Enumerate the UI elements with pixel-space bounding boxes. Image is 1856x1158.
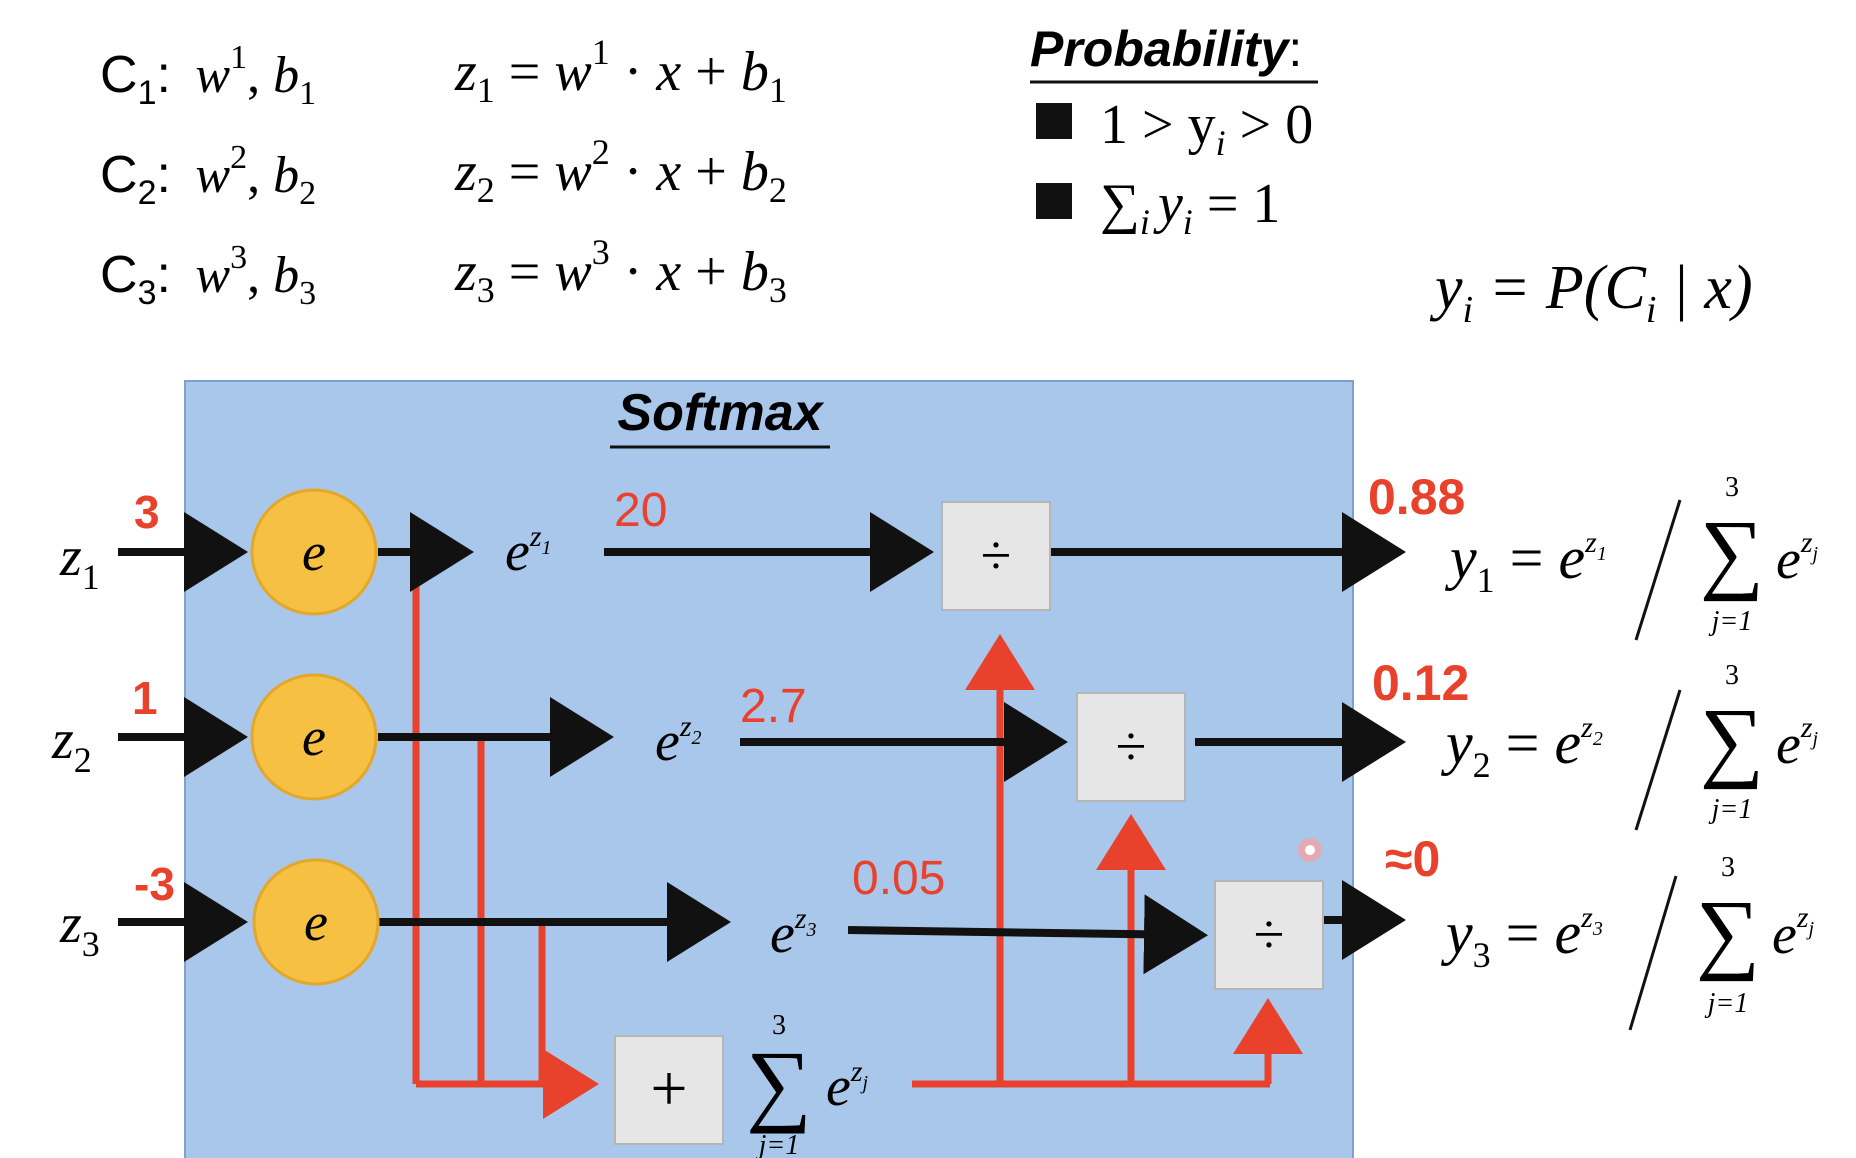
sum-wiring	[412, 553, 1303, 1119]
probability-rule-1: 1 > yi > 0	[1100, 94, 1313, 163]
sum-upper: 3	[1721, 852, 1735, 883]
sum-lower: j=1	[1705, 988, 1749, 1019]
input-value-1: 3	[134, 486, 160, 538]
sum-expression: 3 ∑ j=1 ezj	[746, 1010, 868, 1158]
exp-label-1: ez1	[505, 520, 552, 583]
input-label-2: z2	[51, 709, 92, 780]
operator-boxes: ÷ ÷ ÷ +	[614, 501, 1324, 1145]
exp-value-2: 2.7	[740, 680, 807, 733]
divide-box-3	[1214, 880, 1324, 990]
sum-sign: ∑	[1700, 503, 1764, 602]
probability-definition: yi = P(Ci | x)	[1429, 254, 1753, 331]
bullet-icon	[1036, 103, 1072, 139]
fraction-slash	[1634, 499, 1682, 641]
sum-upper: 3	[1725, 472, 1739, 503]
sum-lower: j=1	[1709, 606, 1753, 637]
outputs: 0.88 0.12 ≈0 y1 = ez1 3 ∑ j=1 ezj y2 = e…	[1368, 469, 1819, 1031]
bullet-icon	[1036, 183, 1072, 219]
output-value-1: 0.88	[1368, 469, 1465, 525]
exp-label-3: ez3	[770, 902, 817, 965]
plus-icon: +	[650, 1052, 687, 1125]
exp-value-1: 20	[614, 484, 667, 537]
output-formula-2: y2 = ez2	[1440, 710, 1603, 785]
output-value-2: 0.12	[1372, 655, 1469, 711]
fraction-slash	[1628, 875, 1678, 1031]
equation-z3: z3 = w3 · x + b3	[454, 232, 787, 310]
output-formula-3: y3 = ez3	[1440, 900, 1603, 975]
exp-value-3: 0.05	[852, 852, 945, 905]
linear-equations: z1 = w1 · x + b1 z2 = w2 · x + b2 z3 = w…	[454, 32, 787, 310]
equation-z1: z1 = w1 · x + b1	[454, 32, 787, 110]
divide-box-1	[941, 501, 1051, 611]
plus-box	[614, 1035, 724, 1145]
class-param-1: C1: w1, b1	[100, 39, 316, 112]
exp-nodes: e e e	[250, 488, 380, 986]
probability-title: Probability:	[1030, 21, 1302, 77]
fraction-slash	[1634, 689, 1682, 831]
input-label-3: z3	[59, 893, 100, 964]
sum-sign: ∑	[746, 1032, 812, 1134]
class-params: C1: w1, b1 C2: w2, b2 C3: w3, b3	[100, 39, 316, 312]
exp-values: ez1 ez2 ez3 20 2.7 0.05	[505, 484, 945, 965]
divide-icon: ÷	[1254, 904, 1285, 966]
denominator-exp: ezj	[1772, 901, 1815, 966]
equation-z2: z2 = w2 · x + b2	[454, 132, 787, 210]
sum-sign: ∑	[1700, 691, 1764, 790]
input-value-3: -3	[134, 858, 175, 910]
sum-exp: ezj	[826, 1055, 869, 1118]
sum-upper: 3	[772, 1010, 786, 1041]
denominator-exp: ezj	[1776, 526, 1819, 591]
exp-node-label: e	[304, 892, 328, 952]
denominator-exp: ezj	[1776, 711, 1819, 776]
sum-lower: j=1	[756, 1130, 800, 1158]
sum-lower: j=1	[1709, 794, 1753, 825]
softmax-title: Softmax	[617, 384, 824, 442]
exp-node-1	[250, 488, 378, 616]
class-param-2: C2: w2, b2	[100, 139, 316, 212]
divide-icon: ÷	[981, 525, 1012, 587]
sum-upper: 3	[1725, 660, 1739, 691]
divide-icon: ÷	[1116, 716, 1147, 778]
sum-sign: ∑	[1696, 883, 1760, 982]
exp-node-2	[250, 673, 378, 801]
exp-node-label: e	[302, 522, 326, 582]
divide-box-2	[1076, 692, 1186, 802]
output-formula-1: y1 = ez1	[1444, 525, 1607, 600]
exp-node-label: e	[302, 707, 326, 767]
output-value-3: ≈0	[1385, 831, 1440, 887]
inputs: z1 z2 z3 3 1 -3	[51, 486, 175, 964]
exp-node-3	[252, 858, 380, 986]
input-value-2: 1	[132, 672, 158, 724]
class-param-3: C3: w3, b3	[100, 239, 316, 312]
exp-label-2: ez2	[655, 710, 702, 773]
cursor-dot-center	[1305, 845, 1315, 855]
signal-arrows	[118, 512, 1406, 975]
input-label-1: z1	[59, 526, 100, 597]
